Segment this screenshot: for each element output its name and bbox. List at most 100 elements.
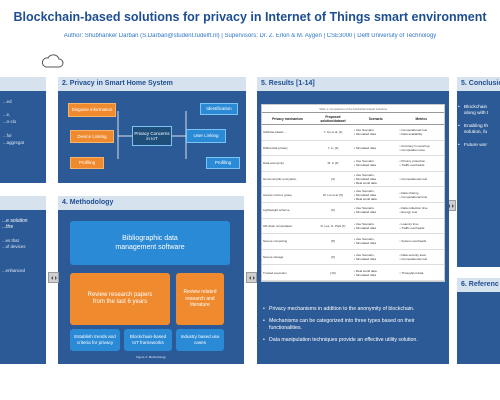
references-panel: 6. Referenc	[457, 278, 500, 364]
table-cell-scenario: • Use Scenario • Simulated data • Real w…	[352, 171, 399, 188]
conclusion-panel-title: 5. Conclusio	[457, 77, 500, 91]
table-row: Trusted execution[10]• Real world data •…	[262, 264, 444, 281]
cloud-icon	[41, 54, 64, 68]
references-panel-title: 6. Referenc	[457, 278, 500, 292]
comparison-table: Privacy mechanism Proposed solution/data…	[262, 112, 444, 281]
background-panel-text: ...e solution ...the ...es that ...of de…	[2, 218, 28, 273]
results-table: Table 1: Comparison of the blockchain-ba…	[261, 104, 445, 282]
table-cell-mechanism: Lightweight scheme	[262, 202, 313, 219]
table-cell-metrics: • Computational cost	[398, 171, 444, 188]
table-cell-solution: [8]	[312, 233, 353, 250]
bullet-item: Data manipulation techniques provide an …	[262, 337, 444, 344]
table-cell-solution: [9]	[312, 249, 353, 266]
column-header: Scenario	[352, 112, 399, 125]
table-cell-solution: [10]	[312, 264, 353, 281]
double-arrow-icon	[447, 203, 454, 208]
table-cell-mechanism: Secure storage	[262, 249, 313, 266]
methodology-panel: 4. Methodology Bibliographic data manage…	[58, 196, 244, 364]
table-cell-scenario: • Use Scenario • Simulated data	[352, 233, 399, 250]
conclusion-panel: 5. Conclusio Blockchain along with t Ena…	[457, 77, 500, 267]
table-cell-scenario: • Use Scenario • Simulated data	[352, 218, 399, 235]
nav-middle-button[interactable]	[246, 272, 257, 283]
table-cell-solution: D. Lee, N. Park [7]	[312, 218, 353, 235]
step-related-research: Review related research and literature	[176, 273, 224, 325]
step-database: Bibliographic data management software	[70, 221, 230, 265]
column-header: Privacy mechanism	[262, 112, 313, 125]
table-cell-solution: M. Li [3]	[312, 155, 353, 172]
background-panel-title	[0, 196, 46, 210]
step-review-papers: Review research papers from the last 6 y…	[70, 273, 170, 325]
node-disguise-information: Disguise information	[68, 103, 116, 117]
results-table-caption: Table 1: Comparison of the blockchain-ba…	[319, 107, 387, 111]
table-cell-mechanism: Data anonymity	[262, 155, 313, 172]
bullet-item: Privacy mechanisms in addition to the an…	[262, 306, 444, 313]
intro-panel-text: ...ed ...e, ...n-clo ...for ...aggregat	[3, 99, 24, 145]
column-header: Metrics	[398, 112, 444, 125]
step-blockchain-frameworks: Blockchain-based IoT frameworks	[124, 329, 172, 351]
table-row: Secure computing[8]• Use Scenario • Simu…	[262, 233, 444, 250]
bullet-item: Mechanisms can be categorized into three…	[262, 318, 444, 332]
table-cell-metrics: • Data sharing • Computational time	[398, 186, 444, 203]
table-cell-solution: [6]	[312, 202, 353, 219]
column-header: Proposed solution/dataset	[312, 112, 353, 125]
table-cell-metrics: • Accuracy in reporting • Computation ti…	[398, 140, 444, 157]
table-cell-scenario: • Real world data • Simulated data	[352, 264, 399, 281]
table-cell-scenario: • Use Scenario • Simulated data • Real w…	[352, 186, 399, 203]
node-profiling-right: Profiling	[206, 157, 240, 169]
table-row: Attribute-based ...Y. Liu et al. [1]• Us…	[262, 124, 444, 141]
node-profiling-left: Profiling	[70, 157, 104, 169]
table-cell-metrics: • Data collection time • Energy cost	[398, 202, 444, 219]
background-panel: ...e solution ...the ...es that ...of de…	[0, 196, 46, 364]
double-arrow-icon	[50, 275, 57, 280]
table-row: Homomorphic encryption[4]• Use Scenario …	[262, 171, 444, 188]
poster-authors: Author: Shubhanker Darban (S.Darban@stud…	[63, 33, 437, 39]
table-header-row: Privacy mechanism Proposed solution/data…	[262, 112, 444, 125]
table-cell-solution: Y. Liu et al. [1]	[312, 124, 353, 141]
table-cell-metrics: • Computational cost • Data availability	[398, 124, 444, 141]
privacy-panel-title: 2. Privacy in Smart Home System	[58, 77, 246, 91]
table-cell-scenario: • Simulated data	[352, 140, 399, 157]
table-row: Secure storage[9]• Use Scenario • Simula…	[262, 249, 444, 266]
step-establish-trends: Establish trends and criteria for privac…	[70, 329, 120, 351]
node-privacy-concerns: Privacy Concerns in IoT	[132, 126, 172, 146]
node-device-linking: Device Linking	[70, 130, 114, 143]
table-cell-scenario: • Use Scenario • Simulated data	[352, 202, 399, 219]
table-cell-scenario: • Use Scenario • Simulated data	[352, 124, 399, 141]
table-cell-mechanism: Attribute-based ...	[262, 124, 313, 141]
table-cell-mechanism: Trusted execution	[262, 264, 313, 281]
results-panel-title: 5. Results [1-14]	[257, 77, 449, 91]
intro-panel-title	[0, 77, 46, 91]
double-arrow-icon	[248, 275, 255, 280]
privacy-panel: 2. Privacy in Smart Home System Disguise…	[58, 77, 246, 183]
node-identification: Identification	[200, 103, 238, 115]
table-cell-solution: [4]	[312, 171, 353, 188]
table-cell-mechanism: Off-chain computation	[262, 218, 313, 235]
poster-title: Blockchain-based solutions for privacy i…	[13, 10, 487, 24]
node-user-linking: User Linking	[186, 129, 226, 143]
table-cell-metrics: • Latency time • Traffic overheads	[398, 218, 444, 235]
table-cell-metrics: • Throughput data	[398, 264, 444, 281]
table-cell-mechanism: Secure computing	[262, 233, 313, 250]
table-cell-scenario: • Use Scenario • Simulated data	[352, 155, 399, 172]
table-cell-mechanism: Access control, group	[262, 186, 313, 203]
results-bullets: Privacy mechanisms in addition to the an…	[262, 306, 444, 349]
table-cell-mechanism: Homomorphic encryption	[262, 171, 313, 188]
table-cell-mechanism: Differential privacy	[262, 140, 313, 157]
intro-panel: ...ed ...e, ...n-clo ...for ...aggregat	[0, 77, 46, 183]
table-cell-metrics: • Privacy protection • Traffic overheads	[398, 155, 444, 172]
conclusion-text: Blockchain along with t Enabling th solu…	[457, 105, 500, 154]
table-cell-solution: Y. Li, [2]	[312, 140, 353, 157]
table-cell-metrics: • System overheads	[398, 233, 444, 250]
table-cell-solution: W. Liu et al. [5]	[312, 186, 353, 203]
table-row: Lightweight scheme[6]• Use Scenario • Si…	[262, 202, 444, 219]
methodology-caption: Figure 2: Methodology	[136, 355, 166, 359]
methodology-panel-title: 4. Methodology	[58, 196, 244, 210]
step-industry-cases: Industry based use cases	[176, 329, 224, 351]
table-cell-metrics: • Data security level • Computational co…	[398, 249, 444, 266]
nav-left-button[interactable]	[48, 272, 59, 283]
table-cell-scenario: • Use Scenario • Simulated data	[352, 249, 399, 266]
